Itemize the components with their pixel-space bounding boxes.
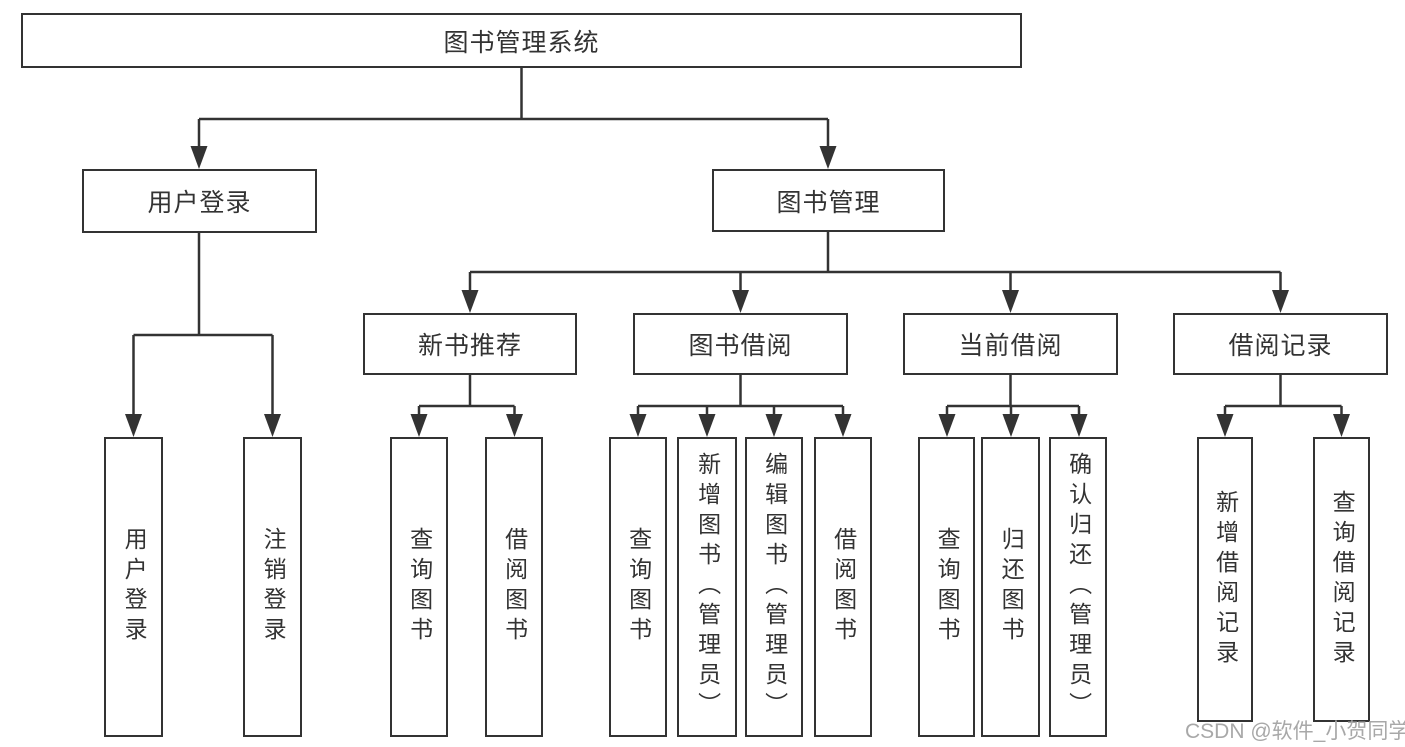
- leaf-query-borrow-record-label: 查询借阅记录: [1329, 489, 1356, 670]
- box-book-borrowing: 图书借阅: [633, 313, 848, 375]
- box-leaf-borrow-books-borrowing: 借阅图书: [814, 437, 872, 737]
- leaf-confirm-return-admin-label: 确认归还（管理员）: [1065, 452, 1092, 722]
- box-borrowing-records: 借阅记录: [1173, 313, 1388, 375]
- box-leaf-return-book: 归还图书: [981, 437, 1040, 737]
- current-borrowing-label: 当前借阅: [958, 332, 1063, 360]
- box-leaf-query-books-current: 查询图书: [918, 437, 975, 737]
- box-user-login: 用户登录: [82, 169, 317, 233]
- box-book-management: 图书管理: [712, 169, 945, 232]
- system-root-label: 图书管理系统: [443, 28, 600, 57]
- leaf-borrow-books-borrowing-label: 借阅图书: [830, 527, 857, 647]
- box-leaf-query-books-recommend: 查询图书: [390, 437, 448, 737]
- leaf-query-books-borrowing-label: 查询图书: [625, 527, 652, 647]
- box-current-borrowing: 当前借阅: [903, 313, 1118, 375]
- leaf-logout-label: 注销登录: [260, 527, 287, 647]
- box-leaf-logout: 注销登录: [243, 437, 302, 737]
- arrowhead-icons: [125, 146, 1350, 437]
- box-leaf-add-borrow-record: 新增借阅记录: [1197, 437, 1253, 722]
- leaf-query-books-recommend-label: 查询图书: [406, 527, 433, 647]
- leaf-borrow-books-recommend-label: 借阅图书: [501, 527, 528, 647]
- borrowing-records-label: 借阅记录: [1228, 332, 1333, 360]
- box-leaf-user-login: 用户登录: [104, 437, 163, 737]
- leaf-return-book-label: 归还图书: [998, 527, 1025, 647]
- book-management-label: 图书管理: [776, 188, 881, 217]
- box-leaf-query-books-borrowing: 查询图书: [609, 437, 667, 737]
- user-login-label: 用户登录: [147, 189, 252, 217]
- book-borrowing-label: 图书借阅: [688, 332, 793, 360]
- box-system-root: 图书管理系统: [21, 13, 1022, 68]
- leaf-query-books-current-label: 查询图书: [934, 527, 961, 647]
- leaf-edit-book-admin-label: 编辑图书（管理员）: [761, 452, 788, 722]
- new-book-recommendation-label: 新书推荐: [417, 332, 522, 360]
- box-new-book-recommendation: 新书推荐: [363, 313, 577, 375]
- box-leaf-borrow-books-recommend: 借阅图书: [485, 437, 543, 737]
- csdn-watermark: CSDN @软件_小贺同学: [1185, 720, 1405, 743]
- box-leaf-query-borrow-record: 查询借阅记录: [1313, 437, 1370, 722]
- leaf-add-borrow-record-label: 新增借阅记录: [1212, 489, 1239, 670]
- box-leaf-add-book-admin: 新增图书（管理员）: [677, 437, 737, 737]
- leaf-user-login-label: 用户登录: [121, 527, 148, 647]
- leaf-add-book-admin-label: 新增图书（管理员）: [694, 452, 721, 722]
- box-leaf-confirm-return-admin: 确认归还（管理员）: [1049, 437, 1107, 737]
- box-leaf-edit-book-admin: 编辑图书（管理员）: [745, 437, 803, 737]
